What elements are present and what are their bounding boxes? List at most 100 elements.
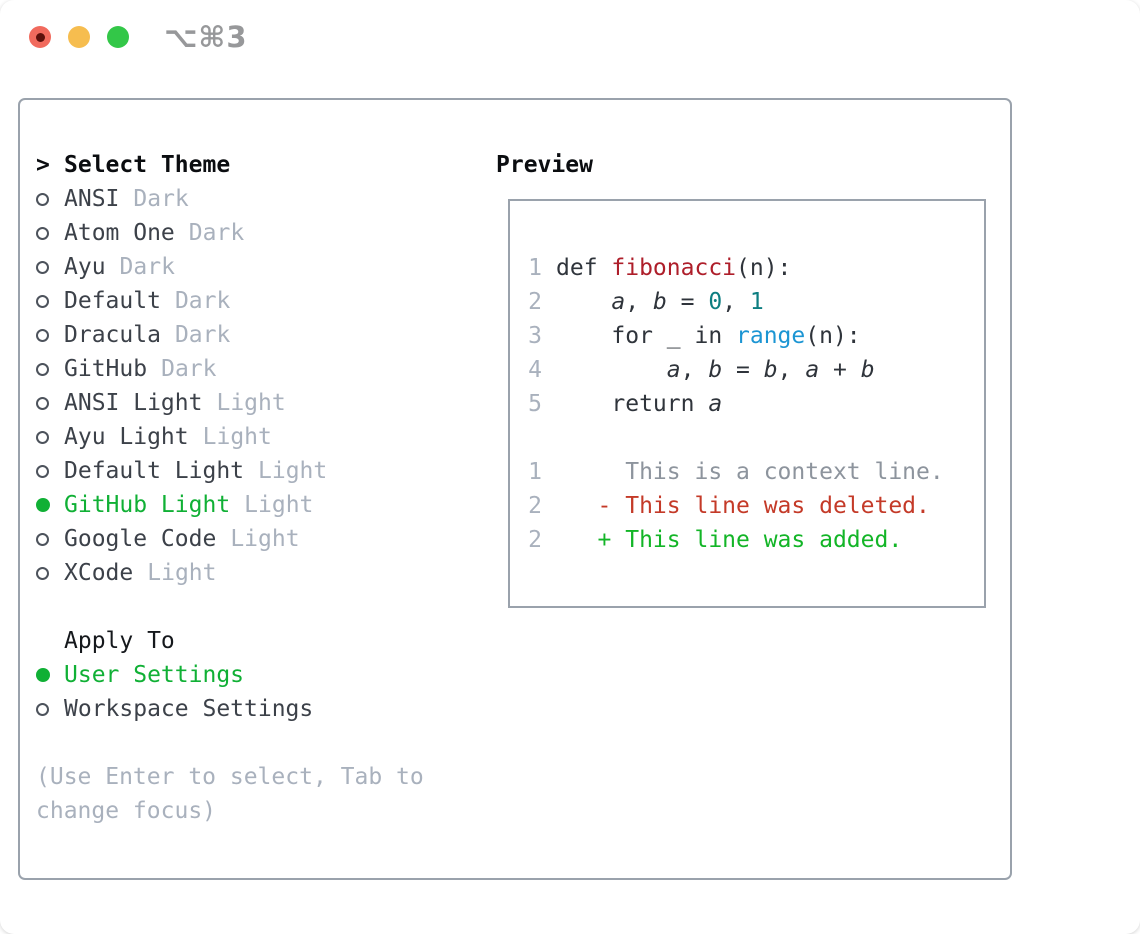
apply-to-title: Apply To [64, 628, 175, 654]
theme-option-name: Ayu [64, 254, 106, 280]
line-number: 1 [528, 459, 542, 485]
code-line: 3 for _ in range(n): [528, 319, 984, 353]
theme-option-variant: Dark [174, 288, 231, 314]
theme-option[interactable]: Default Light Light [36, 454, 424, 488]
radio-icon [36, 362, 49, 376]
code-line-content: return a [556, 391, 723, 417]
diff-line-content: - This line was deleted. [556, 493, 930, 519]
theme-option-variant: Dark [161, 356, 217, 382]
radio-icon [36, 260, 49, 274]
radio-icon [36, 702, 49, 716]
radio-icon [36, 668, 50, 682]
radio-icon [36, 430, 49, 444]
theme-option-variant: Light [147, 560, 217, 586]
radio-icon [36, 532, 49, 546]
apply-to-option-list: User Settings Workspace Settings [36, 658, 424, 726]
spacer [36, 726, 424, 760]
theme-option[interactable]: Atom One Dark [36, 216, 424, 250]
hint-text-line2: change focus) [36, 798, 217, 824]
theme-list-title-row: > Select Theme [36, 148, 424, 182]
diff-preview-block: 1 This is a context line. 2 - This line … [528, 455, 984, 557]
theme-option-variant: Dark [174, 322, 231, 348]
theme-option[interactable]: XCode Light [36, 556, 424, 590]
theme-option-name: GitHub Light [64, 492, 231, 518]
code-preview-block: 1 def fibonacci(n): 2 a, b = 0, 1 3 for _… [528, 251, 984, 421]
apply-to-option[interactable]: User Settings [36, 658, 424, 692]
theme-option-name: Ayu Light [64, 424, 189, 450]
theme-option-name: Atom One [64, 220, 175, 246]
line-number: 2 [528, 493, 542, 519]
theme-option[interactable]: GitHub Light Light [36, 488, 424, 522]
line-number: 2 [528, 527, 542, 553]
theme-option-name: XCode [64, 560, 134, 586]
apply-to-title-row: Apply To [36, 624, 424, 658]
theme-picker-panel: > Select Theme ANSI Dark Atom One Dark [18, 98, 1012, 880]
preview-title: Preview [496, 152, 593, 178]
line-number: 4 [528, 357, 542, 383]
keyboard-shortcut-label: ⌥⌘3 [164, 20, 248, 54]
radio-icon [36, 192, 49, 206]
diff-line-content: + This line was added. [556, 527, 903, 553]
code-line-content: a, b = b, a + b [666, 357, 875, 383]
theme-option[interactable]: GitHub Dark [36, 352, 424, 386]
theme-option-variant: Light [202, 424, 272, 450]
radio-icon [36, 498, 50, 512]
code-line-content: a, b = 0, 1 [611, 289, 764, 315]
hint-text-line1: (Use Enter to select, Tab to [36, 764, 424, 790]
apply-to-option-label: Workspace Settings [64, 696, 314, 722]
line-number: 3 [528, 323, 542, 349]
theme-option[interactable]: Google Code Light [36, 522, 424, 556]
theme-option-name: Dracula [64, 322, 161, 348]
radio-icon [36, 328, 49, 342]
theme-option[interactable]: Dracula Dark [36, 318, 424, 352]
close-button[interactable] [29, 26, 51, 48]
apply-to-option[interactable]: Workspace Settings [36, 692, 424, 726]
theme-option-variant: Dark [119, 254, 175, 280]
code-line: 5 return a [528, 387, 984, 421]
theme-option-name: Google Code [64, 526, 217, 552]
code-line: 2 a, b = 0, 1 [528, 285, 984, 319]
radio-icon [36, 464, 49, 478]
theme-list-title: Select Theme [64, 152, 231, 178]
diff-line: 2 + This line was added. [528, 523, 984, 557]
close-dot-icon [35, 32, 45, 42]
radio-icon [36, 566, 49, 580]
spacer [36, 590, 424, 624]
minimize-button[interactable] [68, 26, 90, 48]
theme-option-name: ANSI [64, 186, 120, 212]
preview-pane: 1 def fibonacci(n): 2 a, b = 0, 1 3 for _… [508, 199, 986, 608]
theme-option[interactable]: Default Dark [36, 284, 424, 318]
theme-option[interactable]: Ayu Light Light [36, 420, 424, 454]
theme-option[interactable]: ANSI Dark [36, 182, 424, 216]
theme-option-variant: Light [244, 492, 314, 518]
code-line: 1 def fibonacci(n): [528, 251, 984, 285]
theme-option-variant: Dark [133, 186, 189, 212]
theme-option-variant: Light [216, 390, 286, 416]
line-number: 5 [528, 391, 542, 417]
theme-option[interactable]: ANSI Light Light [36, 386, 424, 420]
theme-option-name: Default Light [64, 458, 245, 484]
diff-line-content: This is a context line. [556, 459, 944, 485]
code-line-content: def fibonacci(n): [556, 255, 792, 281]
radio-icon [36, 226, 49, 240]
theme-option-name: GitHub [64, 356, 148, 382]
diff-line: 2 - This line was deleted. [528, 489, 984, 523]
theme-option-name: Default [64, 288, 161, 314]
theme-option-variant: Light [258, 458, 328, 484]
theme-option-name: ANSI Light [64, 390, 203, 416]
code-line-content: for _ in range(n): [556, 323, 861, 349]
theme-option-variant: Light [230, 526, 300, 552]
theme-option-list: ANSI Dark Atom One Dark Ayu Dark [36, 182, 424, 590]
line-number: 1 [528, 255, 542, 281]
code-line: 4 a, b = b, a + b [528, 353, 984, 387]
theme-option[interactable]: Ayu Dark [36, 250, 424, 284]
radio-icon [36, 294, 49, 308]
zoom-button[interactable] [107, 26, 129, 48]
cursor-caret-icon: > [36, 152, 50, 178]
radio-icon [36, 396, 49, 410]
theme-option-variant: Dark [188, 220, 245, 246]
apply-to-option-label: User Settings [64, 662, 245, 688]
theme-list-column: > Select Theme ANSI Dark Atom One Dark [36, 148, 424, 828]
diff-line: 1 This is a context line. [528, 455, 984, 489]
